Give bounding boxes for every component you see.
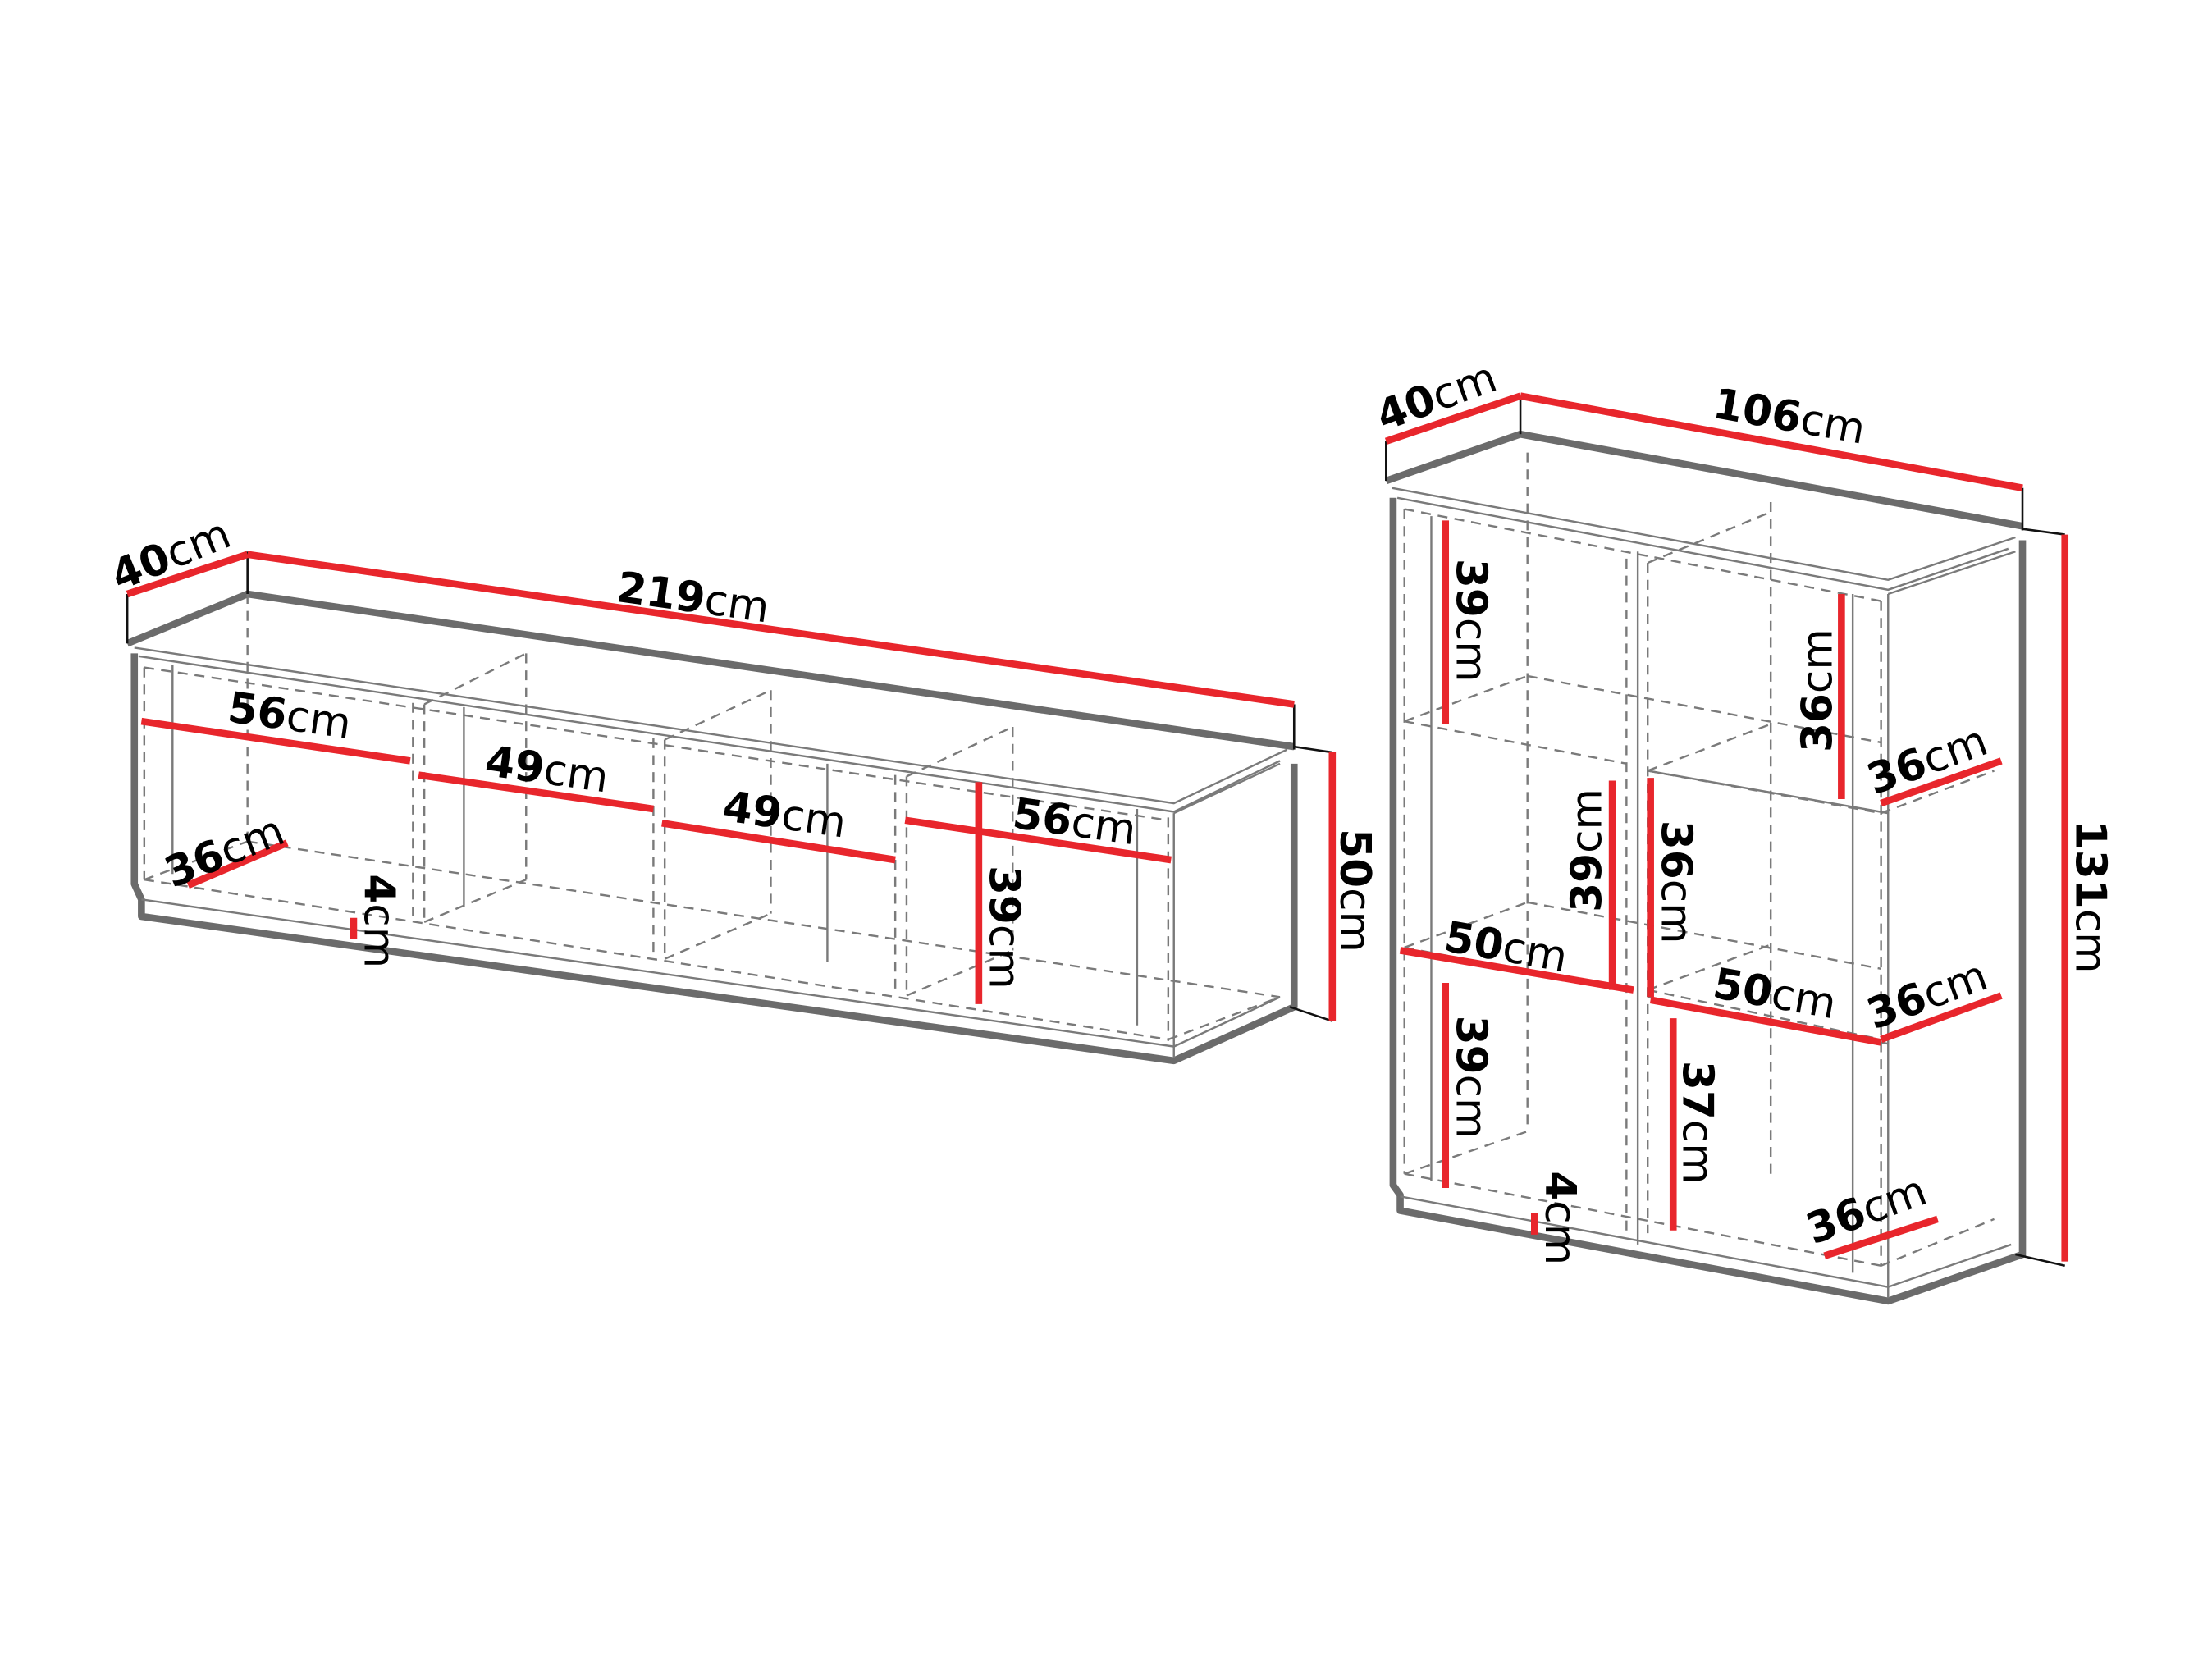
compartment-4-width-label: 56cm — [1010, 789, 1140, 855]
interior-height-label: 39cm — [980, 866, 1029, 989]
compartment-1-width-label: 56cm — [225, 683, 354, 749]
right-bottom-height-label: 37cm — [1672, 1061, 1721, 1185]
compartment-2-width-label: 49cm — [482, 737, 612, 802]
compartment-3-width-line — [661, 819, 896, 864]
right-bottom-depth-line — [1823, 1215, 1939, 1259]
left-shelf-width-label: 50cm — [1441, 912, 1571, 982]
right-top-depth-line — [1880, 757, 2003, 807]
interior-depth-line — [186, 839, 289, 889]
highboard-plinth-label: 4cm — [1535, 1171, 1584, 1265]
left-top-height-label: 39cm — [1446, 559, 1495, 683]
right-shelf-width-label: 50cm — [1710, 959, 1840, 1029]
sideboard-height-label: 50cm — [1330, 829, 1379, 953]
compartment-4-width-line — [904, 816, 1172, 864]
right-top-height-label: 36cm — [1793, 628, 1842, 752]
compartment-3-width-label: 49cm — [720, 782, 849, 847]
highboard-height-label: 131cm — [2066, 820, 2115, 974]
sideboard-dimension-lines — [126, 551, 1337, 1021]
left-middle-height-label: 39cm — [1562, 788, 1611, 912]
right-middle-depth-line — [1880, 992, 2003, 1044]
sideboard-width-label: 219cm — [614, 563, 772, 633]
compartment-1-width-line — [140, 717, 411, 765]
right-shelf-width-line — [1649, 996, 1882, 1046]
highboard-width-line — [1520, 392, 2023, 491]
right-middle-height-label: 36cm — [1651, 820, 1700, 944]
highboard-drawing — [1384, 395, 2066, 1305]
highboard-dimension-lines — [1384, 392, 2069, 1262]
left-shelf-width-line — [1399, 947, 1634, 994]
plinth-label: 4cm — [354, 874, 404, 968]
compartment-2-width-line — [418, 771, 655, 813]
highboard-depth-label: 40cm — [1370, 353, 1503, 441]
highboard-depth-line — [1384, 392, 1522, 445]
left-bottom-height-label: 39cm — [1446, 1016, 1495, 1140]
sideboard-depth-label: 40cm — [104, 509, 237, 601]
sideboard-depth-line — [126, 551, 249, 598]
sideboard-width-line — [247, 551, 1295, 708]
sideboard-labels: 40cm 219cm 50cm 56cm 49cm 49cm 56cm 39cm… — [104, 509, 1379, 989]
